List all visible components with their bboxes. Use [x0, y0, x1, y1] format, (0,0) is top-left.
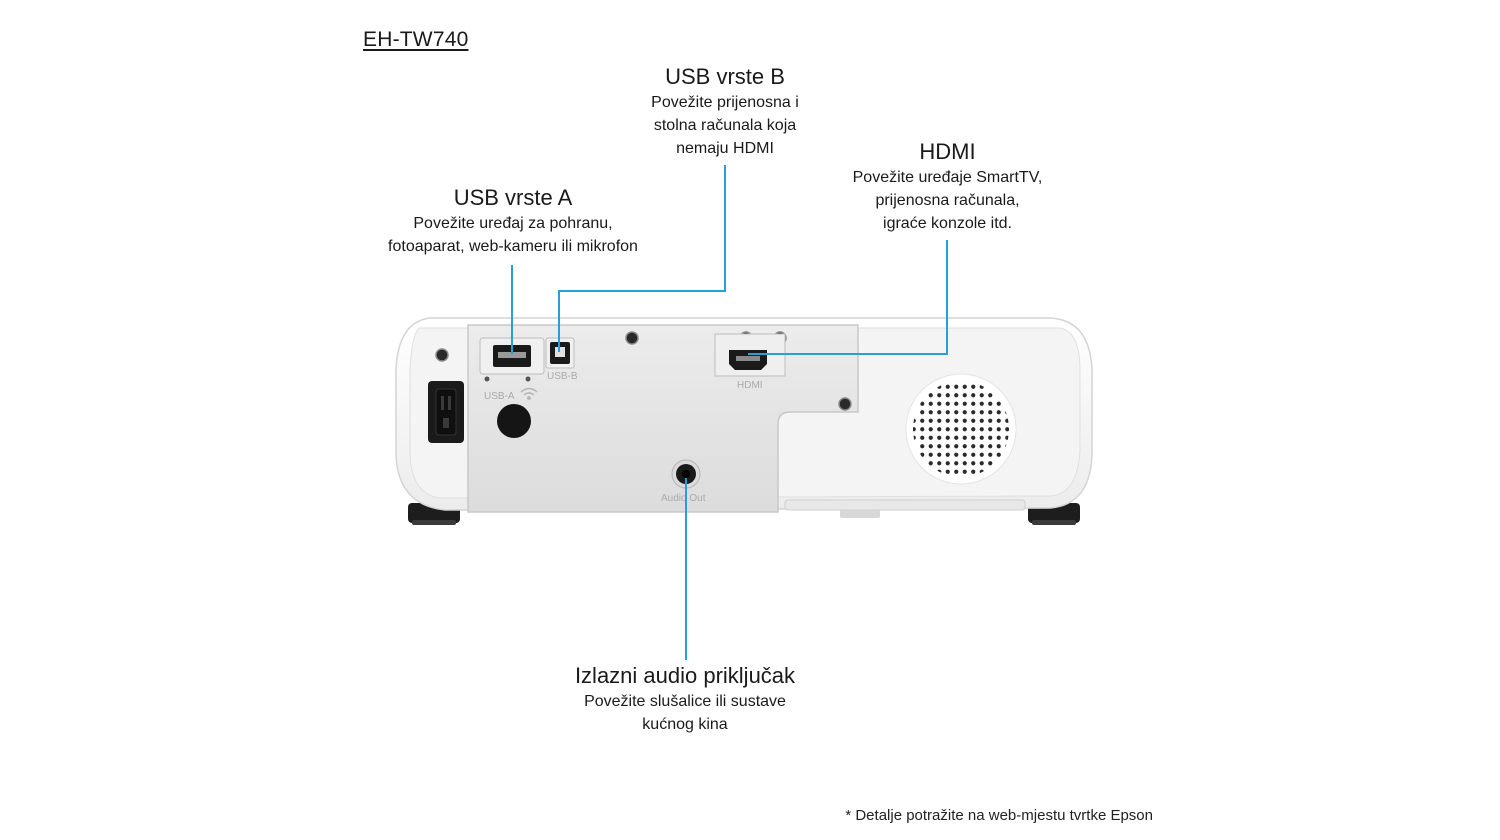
leader-hdmi: [748, 240, 948, 355]
leader-usb-b: [558, 165, 726, 352]
callout-hdmi-desc: Povežite uređaje SmartTV, prijenosna rač…: [852, 169, 1043, 232]
callout-usb-b-title: USB vrste B: [665, 64, 785, 89]
model-name: EH-TW740: [363, 28, 469, 51]
leader-lines: [511, 165, 948, 660]
usb-a-port-label: USB-A: [484, 391, 515, 402]
callout-audio-out: Izlazni audio priključak Povežite slušal…: [545, 662, 825, 736]
callout-hdmi-title: HDMI: [919, 139, 976, 164]
speaker-grille: [905, 373, 1017, 485]
callout-usb-a: USB vrste A Povežite uređaj za pohranu, …: [378, 184, 648, 258]
callout-usb-a-title: USB vrste A: [453, 185, 573, 210]
wifi-icon: [520, 387, 538, 400]
usb-a-port[interactable]: [479, 337, 545, 382]
hdmi-port-label: HDMI: [737, 380, 763, 391]
footnote: * Detalje potražite na web-mjestu tvrtke…: [845, 807, 1153, 824]
usb-b-port-label: USB-B: [547, 371, 578, 382]
audio-out-jack[interactable]: [671, 459, 701, 489]
bottom-tab: [840, 510, 880, 518]
callout-usb-a-desc: Povežite uređaj za pohranu, fotoaparat, …: [388, 215, 638, 255]
callout-audio-out-title: Izlazni audio priključak: [574, 663, 796, 688]
callout-audio-out-desc: Povežite slušalice ili sustave kućnog ki…: [584, 693, 786, 733]
round-button[interactable]: [497, 404, 531, 438]
callout-usb-b: USB vrste B Povežite prijenosna i stolna…: [625, 63, 825, 160]
callout-usb-b-desc: Povežite prijenosna i stolna računala ko…: [651, 94, 799, 157]
callout-hdmi: HDMI Povežite uređaje SmartTV, prijenosn…: [840, 138, 1055, 235]
power-inlet: [428, 381, 464, 443]
audio-out-label: Audio Out: [661, 493, 706, 504]
bottom-slot: [784, 499, 1026, 511]
